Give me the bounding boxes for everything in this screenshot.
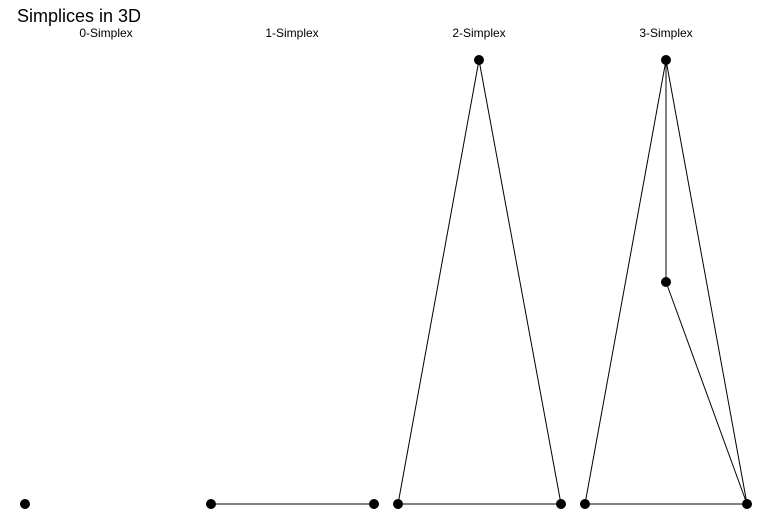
edge bbox=[584, 59, 667, 505]
edge bbox=[665, 281, 748, 505]
vertex bbox=[580, 499, 590, 509]
panel-1-simplex bbox=[206, 499, 379, 509]
panel-title-3-simplex: 3-Simplex bbox=[639, 26, 692, 40]
panel-title-0-simplex: 0-Simplex bbox=[79, 26, 132, 40]
panel-3-simplex bbox=[580, 55, 752, 509]
panel-2-simplex bbox=[393, 55, 566, 509]
panel-0-simplex bbox=[20, 499, 30, 509]
figure-title: Simplices in 3D bbox=[17, 6, 141, 26]
vertex bbox=[393, 499, 403, 509]
vertex bbox=[742, 499, 752, 509]
panel-title-1-simplex: 1-Simplex bbox=[265, 26, 318, 40]
edge bbox=[478, 59, 562, 505]
vertex bbox=[661, 55, 671, 65]
edge bbox=[397, 59, 480, 505]
vertex bbox=[20, 499, 30, 509]
vertex bbox=[206, 499, 216, 509]
vertex bbox=[369, 499, 379, 509]
edge bbox=[665, 59, 748, 505]
vertex bbox=[661, 277, 671, 287]
panel-title-2-simplex: 2-Simplex bbox=[452, 26, 505, 40]
vertex bbox=[474, 55, 484, 65]
vertex bbox=[556, 499, 566, 509]
